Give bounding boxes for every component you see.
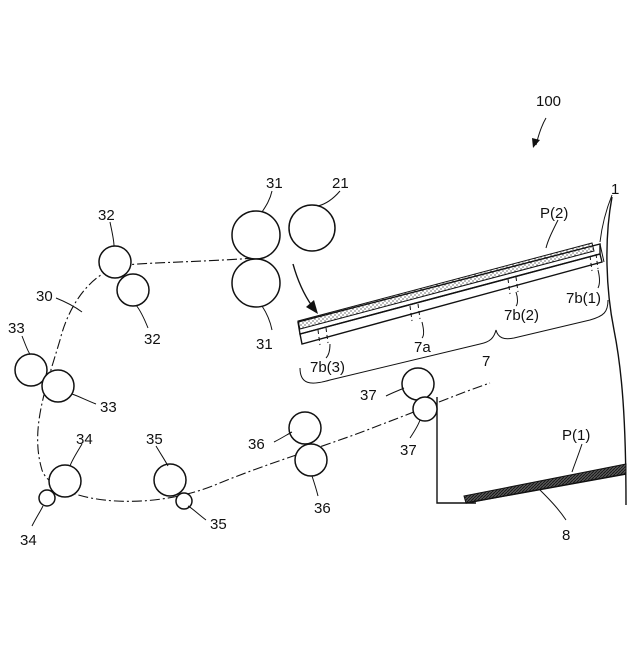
label-device-100: 100 [536,93,561,110]
label-stage-7: 7 [482,353,490,370]
label-roller-33-left: 33 [8,320,25,337]
label-roller-37-top: 37 [360,387,377,404]
label-sheet-p1: P(1) [562,427,590,444]
roller-pair-36 [289,412,327,476]
sheet-p2 [298,243,594,329]
label-roller-34-bottom: 34 [20,532,37,549]
label-roller-31-bottom: 31 [256,336,273,353]
feed-arrow [293,264,318,314]
stage-positions [318,254,598,345]
label-roller-37-bottom: 37 [400,442,417,459]
label-path-30: 30 [36,288,53,305]
label-roller-32-bottom: 32 [144,331,161,348]
housing-outline [437,197,626,505]
label-roller-36-bottom: 36 [314,500,331,517]
roller-pair-35 [154,464,192,509]
label-roller-35-bottom: 35 [210,516,227,533]
label-base-tray-8: 8 [562,527,570,544]
roller-pair-34 [39,465,81,506]
roller-pair-32 [99,246,149,306]
label-stage-7b2: 7b(2) [504,307,539,324]
roller-pair-31 [232,211,280,307]
roller-21 [289,205,335,251]
label-stage-7b1: 7b(1) [566,290,601,307]
base-tray-8 [466,474,626,503]
label-tray-1: 1 [611,181,619,198]
label-roller-21: 21 [332,175,349,192]
label-stage-7b3: 7b(3) [310,359,345,376]
label-stage-7a: 7a [414,339,431,356]
label-roller-34-top: 34 [76,431,93,448]
label-sheet-p2: P(2) [540,205,568,222]
label-roller-36-top: 36 [248,436,265,453]
roller-pair-33 [15,354,74,402]
label-roller-31-top: 31 [266,175,283,192]
label-roller-33-right: 33 [100,399,117,416]
roller-pair-37 [402,368,437,421]
label-roller-32-top: 32 [98,207,115,224]
sheet-p1 [464,464,626,503]
label-roller-35-top: 35 [146,431,163,448]
